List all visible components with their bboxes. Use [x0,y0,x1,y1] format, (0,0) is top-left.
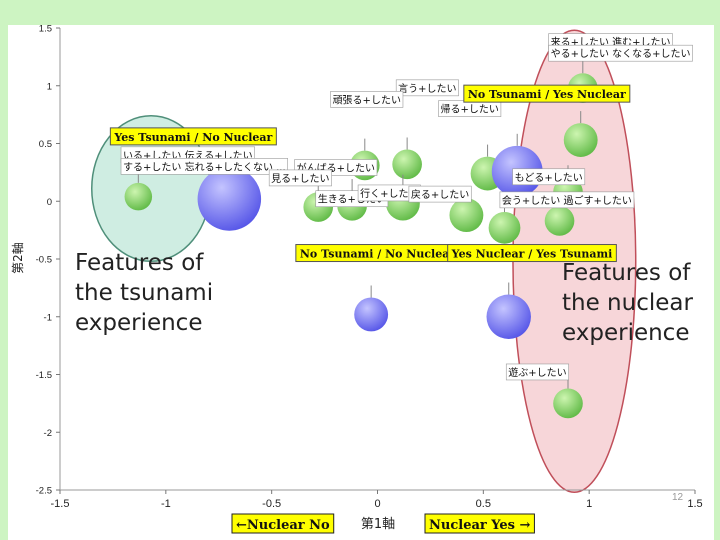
data-bubble [124,182,153,211]
x-tick-label: 0.5 [476,498,491,510]
word-label-text: 言う+したい [398,82,456,95]
nuclear-feature-annotation: Features of the nuclear experience [562,260,693,346]
page-number: 12 [672,492,684,503]
word-label-text: 戻る+したい [411,188,469,201]
data-bubble [488,211,521,244]
y-tick-label: -0.5 [36,255,52,266]
word-label: やる+したい なくなる+したい [548,44,693,62]
region-label-box [447,244,617,263]
word-label-text: 遊ぶ+したい [508,366,566,379]
y-tick-label: 1.5 [39,24,52,35]
region-label: Yes Nuclear / Yes Tsunami [447,244,617,263]
region-label-box [463,84,631,103]
word-label: 遊ぶ+したい [505,363,569,381]
y-tick-label: 0.5 [39,139,52,150]
word-label-text: する+したい 忘れる+したくない ... [123,160,286,173]
word-label: 会う+したい 過ごす+したい [499,191,635,209]
nuclear-yes-caption: Nuclear Yes → [424,513,535,534]
region-label: Yes Tsunami / No Nuclear [109,127,277,146]
data-bubble [392,149,422,180]
word-label-text: やる+したい なくなる+したい [551,48,691,60]
data-bubble [354,297,389,332]
nuclear-no-caption-box [231,513,335,534]
y-tick-label: -2.5 [36,486,52,497]
region-label-text: No Tsunami / No Nuclear [300,248,455,261]
y-axis-label: 第2軸 [11,242,25,274]
word-label-text: もどる+したい [515,172,583,184]
y-tick-label: -1.5 [36,370,52,381]
region-label-text: Yes Nuclear / Yes Tsunami [451,248,613,261]
data-bubble [449,198,484,233]
data-bubble [563,123,598,157]
word-label-box [548,44,693,62]
x-axis-label: 第1軸 [361,517,395,532]
region-label: No Tsunami / Yes Nuclear [463,84,631,103]
word-label: もどる+したい [512,168,586,186]
nuclear-no-caption-text: ←Nuclear No [236,518,330,533]
nuclear-no-caption: ←Nuclear No [231,513,335,534]
word-label-box [512,168,586,186]
word-label: する+したい 忘れる+したくない ... [120,158,288,175]
word-label-box [330,91,404,108]
nuclear-yes-caption-text: Nuclear Yes → [429,518,531,533]
region-label-box [109,127,277,146]
data-bubble [197,167,262,231]
region-label-text: Yes Tsunami / No Nuclear [113,131,272,144]
y-tick-label: 1 [47,81,52,92]
word-label-box [499,191,635,209]
word-label: 行く+したい [357,184,421,202]
word-label: 言う+したい [395,79,459,97]
word-label-box [120,158,288,175]
word-label-box [395,79,459,97]
word-label-box [408,185,472,203]
word-label-box [505,363,569,381]
word-label-box [268,169,332,187]
y-tick-label: -1 [44,312,52,323]
x-tick-label: 1 [586,498,592,510]
nuclear-yes-caption-box [424,513,535,534]
word-label-text: 頑張る+したい [333,94,401,106]
region-label-text: No Tsunami / Yes Nuclear [468,88,626,101]
x-tick-label: 1.5 [687,498,702,510]
word-label: 戻る+したい [408,185,472,203]
word-label-text: 見る+したい [271,173,329,185]
tsunami-feature-annotation: Features of the tsunami experience [75,250,214,336]
region-label: No Tsunami / No Nuclear [295,244,460,263]
y-tick-label: 0 [47,197,52,208]
word-label: 帰る+したい [438,100,502,117]
x-tick-label: -0.5 [262,498,281,510]
x-tick-label: 0 [374,498,380,510]
word-label-text: 行く+したい [360,187,418,200]
word-label: 見る+したい [268,169,332,187]
x-tick-label: -1.5 [51,498,70,510]
word-label-text: 帰る+したい [441,103,499,116]
word-label-text: 会う+したい 過ごす+したい [502,194,632,207]
data-bubble [486,294,531,339]
data-bubble [544,206,575,236]
word-label: 頑張る+したい [330,91,404,108]
x-tick-label: -1 [161,498,171,510]
data-bubble [553,388,583,419]
y-tick-label: -2 [44,428,52,439]
